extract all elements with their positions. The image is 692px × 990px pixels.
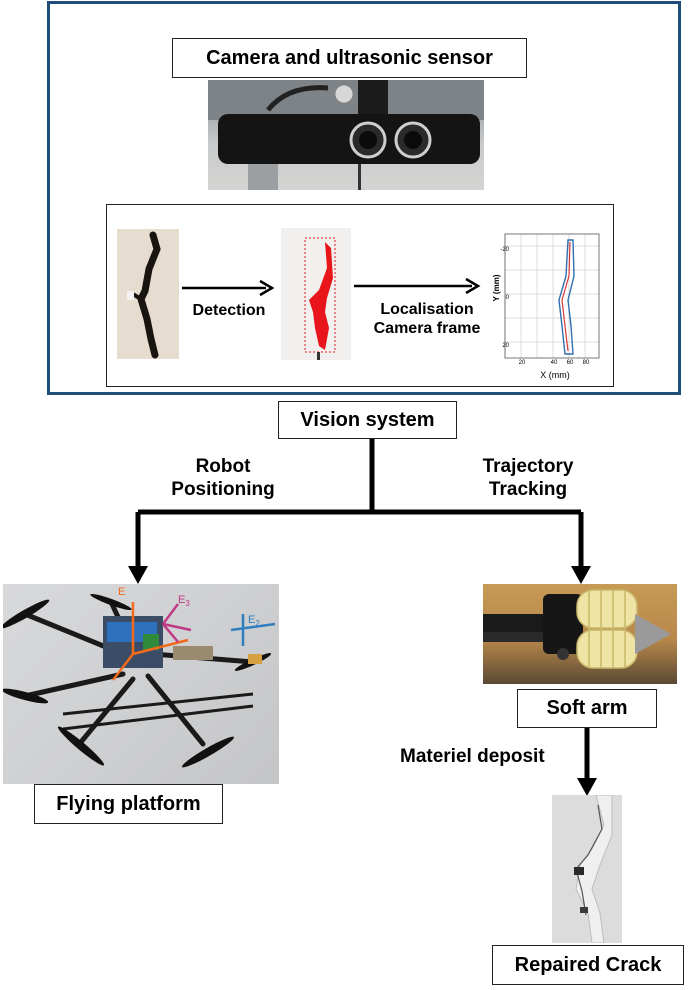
plot-ytick-20: 20 bbox=[502, 343, 509, 349]
plot-xlabel: X (mm) bbox=[540, 370, 570, 380]
trajectory-tracking-label: Trajectory Tracking bbox=[466, 456, 590, 502]
detection-panel bbox=[106, 204, 614, 387]
trajectory-tracking-line2: Tracking bbox=[488, 478, 568, 500]
crack-photo bbox=[117, 229, 179, 359]
plot-xtick-60: 60 bbox=[566, 360, 574, 366]
robot-positioning-label: Robot Positioning bbox=[160, 456, 286, 502]
repaired-crack-label: Repaired Crack bbox=[492, 945, 684, 985]
robot-positioning-line2: Positioning bbox=[171, 478, 275, 500]
camera-sensor-photo bbox=[208, 80, 484, 190]
axis-e2-letter: E bbox=[248, 614, 256, 626]
axis-e3-label: E3 bbox=[178, 594, 190, 609]
repaired-crack-photo bbox=[552, 795, 622, 943]
flying-platform-photo bbox=[3, 584, 279, 784]
axis-e3-letter: E bbox=[178, 594, 186, 606]
localisation-line2: Camera frame bbox=[373, 320, 481, 338]
axis-e2-sub: 2 bbox=[255, 619, 260, 629]
trajectory-plot bbox=[483, 226, 601, 386]
detection-label: Detection bbox=[192, 302, 266, 319]
localisation-line1: Localisation bbox=[380, 301, 474, 318]
materiel-deposit-label: Materiel deposit bbox=[400, 746, 545, 767]
plot-xtick-80: 80 bbox=[582, 360, 590, 366]
plot-xtick-40: 40 bbox=[550, 360, 558, 366]
flying-platform-label: Flying platform bbox=[34, 784, 223, 824]
axis-e2-label: E2 bbox=[248, 614, 260, 629]
vision-system-label: Vision system bbox=[278, 401, 457, 439]
trajectory-tracking-line1: Trajectory bbox=[482, 456, 574, 477]
robot-positioning-line1: Robot bbox=[195, 456, 251, 477]
arrow-localisation bbox=[354, 277, 481, 295]
axis-e3-sub: 3 bbox=[185, 599, 190, 609]
soft-arm-label: Soft arm bbox=[517, 689, 657, 728]
vision-system-frame bbox=[47, 1, 681, 395]
localisation-label: Localisation Camera frame bbox=[368, 300, 486, 338]
arrow-detection bbox=[182, 279, 275, 297]
axis-e1-label: E bbox=[118, 586, 126, 598]
plot-ytick-neg20: -20 bbox=[500, 247, 509, 253]
plot-xtick-20: 20 bbox=[518, 360, 526, 366]
plot-ytick-0: 0 bbox=[505, 295, 509, 301]
camera-sensor-label: Camera and ultrasonic sensor bbox=[172, 38, 527, 78]
detected-crack-photo bbox=[281, 228, 351, 360]
soft-arm-photo bbox=[483, 584, 677, 684]
